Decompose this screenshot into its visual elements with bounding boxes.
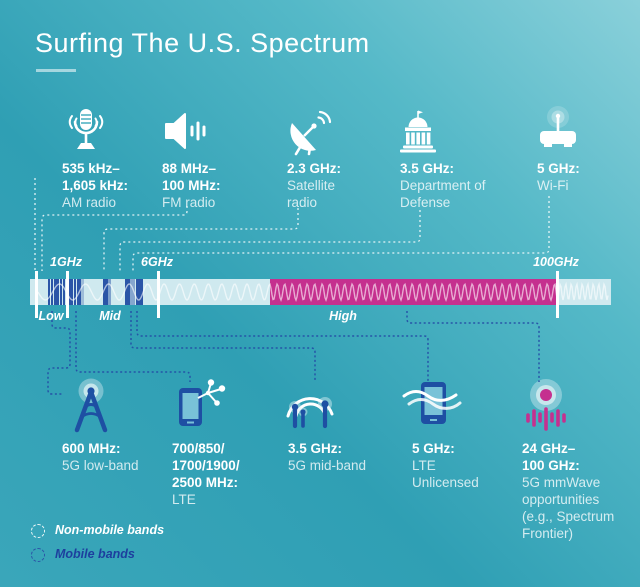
phone-network-icon	[165, 376, 229, 434]
bottom-item-5g-mmwave: 24 GHz– 100 GHz: 5G mmWave opportunities…	[522, 440, 640, 542]
satellite-dish-icon	[282, 106, 342, 156]
legend-label: Mobile bands	[55, 547, 135, 561]
band-description: LTE Unlicensed	[412, 458, 479, 490]
blue-dashed-circle-icon	[31, 548, 45, 562]
tick-label-1ghz: 1GHz	[50, 255, 82, 269]
bar-tick	[556, 271, 559, 318]
top-item-fm-radio: 88 MHz– 100 MHz: FM radio	[162, 160, 280, 211]
section-label-low: Low	[38, 309, 64, 323]
phone-waves-icon	[400, 376, 464, 434]
band-description: 5G mmWave opportunities (e.g., Spectrum …	[522, 475, 615, 541]
router-icon	[528, 104, 588, 154]
top-item-dod: 3.5 GHz: Department of Defense	[400, 160, 518, 211]
frequency-range: 5 GHz:	[412, 441, 455, 456]
band-description: FM radio	[162, 195, 216, 210]
frequency-range: 88 MHz– 100 MHz:	[162, 161, 221, 193]
frequency-range: 700/850/ 1700/1900/ 2500 MHz:	[172, 441, 240, 490]
capitol-icon	[388, 104, 448, 156]
page-title: Surfing The U.S. Spectrum	[35, 28, 370, 58]
bottom-item-5g-low-band: 600 MHz: 5G low-band	[62, 440, 180, 474]
band-description: Wi-Fi	[537, 178, 569, 193]
frequency-range: 5 GHz:	[537, 161, 580, 176]
frequency-range: 3.5 GHz:	[288, 441, 343, 456]
frequency-range: 600 MHz:	[62, 441, 121, 456]
bar-tick	[157, 271, 160, 318]
band-description: Satellite radio	[287, 178, 336, 210]
band-description: Department of Defense	[400, 178, 486, 210]
band-description: 5G low-band	[62, 458, 139, 473]
speaker-icon	[152, 106, 212, 156]
spectrum-bar	[30, 279, 611, 305]
title-underline	[36, 69, 76, 72]
bottom-item-lte-unlicensed: 5 GHz: LTE Unlicensed	[412, 440, 530, 491]
bar-tick	[66, 271, 69, 318]
tick-label-100ghz: 100GHz	[533, 255, 579, 269]
high-band-segment	[270, 279, 556, 305]
band-description: 5G mid-band	[288, 458, 367, 473]
frequency-range: 2.3 GHz:	[287, 161, 342, 176]
bottom-item-5g-mid-band: 3.5 GHz: 5G mid-band	[288, 440, 406, 474]
mmwave-icon	[514, 378, 578, 436]
section-label-mid: Mid	[99, 309, 121, 323]
radio-tower-icon	[61, 378, 121, 436]
bottom-item-lte: 700/850/ 1700/1900/ 2500 MHz: LTE	[172, 440, 290, 508]
white-dashed-circle-icon	[31, 524, 45, 538]
band-description: LTE	[172, 492, 196, 507]
section-label-high: High	[329, 309, 357, 323]
small-cell-antennas-icon	[283, 378, 343, 434]
microphone-icon	[56, 106, 116, 156]
frequency-range: 3.5 GHz:	[400, 161, 455, 176]
top-item-satellite-radio: 2.3 GHz: Satellite radio	[287, 160, 405, 211]
top-item-wifi: 5 GHz: Wi-Fi	[537, 160, 640, 194]
frequency-range: 535 kHz– 1,605 kHz:	[62, 161, 129, 193]
bar-tick	[35, 271, 38, 318]
frequency-range: 24 GHz– 100 GHz:	[522, 441, 580, 473]
tick-label-6ghz: 6GHz	[141, 255, 173, 269]
legend-label: Non-mobile bands	[55, 523, 165, 537]
